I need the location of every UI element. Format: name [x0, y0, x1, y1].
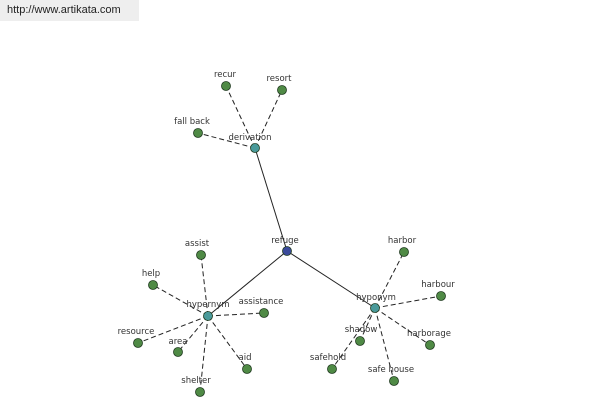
edge-hyponym-to-safe-house [374, 307, 395, 382]
word-label-area: area [169, 337, 188, 347]
edge-root-to-derivation [254, 147, 288, 252]
relation-node-hyponym[interactable] [370, 303, 380, 313]
word-label-shelter: shelter [181, 376, 211, 386]
edge-hyponym-to-safehold [331, 307, 376, 370]
word-label-resort: resort [267, 74, 293, 84]
edge-hyponym-to-harbor [374, 251, 405, 309]
word-label-aid: aid [239, 353, 252, 363]
word-label-resource: resource [118, 327, 155, 337]
word-label-shadow: shadow [345, 325, 378, 335]
relation-node-derivation[interactable] [250, 143, 260, 153]
word-node-resource[interactable] [133, 338, 143, 348]
word-label-fall-back: fall back [174, 117, 210, 127]
word-node-fall-back[interactable] [193, 128, 203, 138]
word-node-shadow[interactable] [355, 336, 365, 346]
word-node-safehold[interactable] [327, 364, 337, 374]
word-node-harborage[interactable] [425, 340, 435, 350]
relation-label-derivation: derivation [228, 133, 271, 143]
graph-edges [137, 85, 442, 393]
word-node-area[interactable] [173, 347, 183, 357]
edge-hypernym-to-help [152, 284, 209, 317]
edge-hypernym-to-assistance [207, 312, 265, 317]
word-node-shelter[interactable] [195, 387, 205, 397]
word-node-help[interactable] [148, 280, 158, 290]
edge-derivation-to-recur [225, 85, 256, 149]
word-label-help: help [142, 269, 160, 279]
word-label-safe-house: safe house [368, 365, 414, 375]
word-node-recur[interactable] [221, 81, 231, 91]
relation-label-hyponym: hyponym [356, 293, 396, 303]
word-label-harbour: harbour [421, 280, 455, 290]
word-label-assist: assist [185, 239, 210, 249]
edge-hyponym-to-shadow [359, 307, 376, 342]
relation-label-hypernym: hypernym [186, 300, 229, 310]
word-node-safe-house[interactable] [389, 376, 399, 386]
url-banner[interactable]: http://www.artikata.com [0, 0, 139, 21]
edge-hypernym-to-resource [137, 315, 209, 344]
word-label-harbor: harbor [388, 236, 417, 246]
edge-root-to-hypernym [207, 250, 288, 317]
word-label-assistance: assistance [239, 297, 284, 307]
edge-derivation-to-fall-back [197, 132, 256, 149]
word-label-recur: recur [214, 70, 237, 80]
edge-root-to-hyponym [286, 250, 376, 309]
word-label-harborage: harborage [407, 329, 451, 339]
word-node-assist[interactable] [196, 250, 206, 260]
word-node-harbor[interactable] [399, 247, 409, 257]
edge-hypernym-to-aid [207, 315, 248, 370]
edge-hypernym-to-shelter [199, 315, 209, 393]
word-node-harbour[interactable] [436, 291, 446, 301]
root-node-refuge[interactable] [282, 246, 292, 256]
graph-nodes [133, 81, 446, 397]
root-node-label: refuge [271, 236, 299, 246]
word-node-aid[interactable] [242, 364, 252, 374]
edge-hypernym-to-assist [200, 254, 209, 317]
word-label-safehold: safehold [310, 353, 346, 363]
word-node-assistance[interactable] [259, 308, 269, 318]
word-node-resort[interactable] [277, 85, 287, 95]
edge-hyponym-to-harborage [374, 307, 431, 346]
graph-labels: refuge derivation recur resort fall back hype… [118, 70, 456, 386]
edge-hyponym-to-harbour [374, 295, 442, 309]
edge-derivation-to-resort [254, 89, 283, 149]
relation-node-hypernym[interactable] [203, 311, 213, 321]
